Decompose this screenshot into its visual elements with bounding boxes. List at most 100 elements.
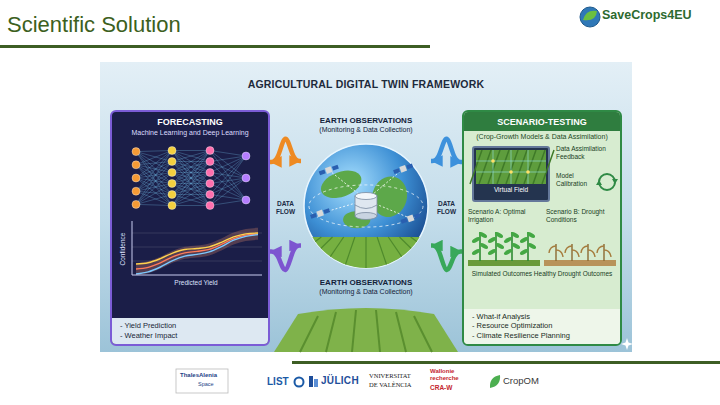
network-link xyxy=(172,151,210,195)
confidence-band xyxy=(136,228,258,275)
crop-row xyxy=(323,237,344,268)
network-link xyxy=(210,200,246,206)
orbit-ring xyxy=(309,185,423,227)
network-link xyxy=(136,184,172,205)
solar-panel xyxy=(332,165,339,171)
dry-soil xyxy=(544,260,616,266)
partner-logo: LIST xyxy=(267,376,289,387)
network-neuron xyxy=(168,191,176,199)
network-link xyxy=(172,195,210,206)
chart-area: ConfidencePredicted Yield xyxy=(112,217,268,293)
satellite xyxy=(393,163,414,175)
network-link xyxy=(210,178,246,206)
partner-logo: Space xyxy=(198,381,214,387)
network-neuron xyxy=(132,174,140,182)
neural-network xyxy=(112,139,268,217)
network-neuron xyxy=(168,158,176,166)
healthy-leaf xyxy=(487,248,497,256)
healthy-leaf xyxy=(519,236,529,244)
satellite-body xyxy=(399,165,407,173)
satellite xyxy=(310,207,331,219)
sensor-dot xyxy=(509,170,513,174)
crop-row xyxy=(377,237,388,268)
healthy-leaf xyxy=(527,242,537,250)
field-view xyxy=(476,150,546,184)
healthy-leaf xyxy=(494,231,504,239)
network-link xyxy=(172,151,210,184)
crop-row xyxy=(365,237,366,268)
network-link xyxy=(136,152,172,206)
partner-logo-frame xyxy=(176,369,228,393)
feedback-loop xyxy=(599,182,615,190)
healthy-leaf xyxy=(487,236,497,244)
feedback-arrowhead xyxy=(612,179,618,184)
satellite xyxy=(318,164,339,176)
partner-logo: CropOM xyxy=(503,375,539,386)
crop-row xyxy=(301,237,333,268)
bullet-item: - Weather Impact xyxy=(120,331,260,341)
network-neuron xyxy=(206,202,214,210)
network-link xyxy=(172,205,210,206)
network-link xyxy=(136,184,172,192)
satellite-body xyxy=(407,215,415,223)
drought-leaf xyxy=(581,246,595,257)
network-link xyxy=(136,151,172,165)
grid-line xyxy=(493,150,494,184)
solar-panel xyxy=(401,218,408,224)
globe-subheading: (Monitoring & Data Collection) xyxy=(301,126,431,135)
bullet-item: - Yield Prediction xyxy=(120,321,260,331)
solar-panel xyxy=(319,170,326,176)
network-link xyxy=(172,173,210,206)
healthy-leaf xyxy=(510,231,520,239)
network-link xyxy=(136,151,172,205)
globe-heading: EARTH OBSERVATIONS xyxy=(301,116,431,126)
callout-label: Data Assimilation Feedback xyxy=(556,145,618,161)
healthy-leaf xyxy=(479,242,489,250)
network-link xyxy=(210,151,246,157)
crop-row xyxy=(258,237,311,268)
partner-logo: CRA-W xyxy=(430,384,452,391)
satellite-body xyxy=(316,210,324,218)
footer-rule xyxy=(292,361,720,364)
network-neuron xyxy=(206,169,214,177)
network-neuron xyxy=(168,180,176,188)
healthy-leaf xyxy=(519,248,529,256)
farmland-rows xyxy=(300,310,432,352)
scenario-testing-panel: SCENARIO-TESTING(Crop-Growth Models & Da… xyxy=(462,110,622,346)
drought-leaf xyxy=(549,246,563,257)
solar-panel xyxy=(323,208,330,214)
partner-logo: VNIVERSITAT xyxy=(369,372,411,379)
network-link xyxy=(136,162,172,205)
forecasting-panel: FORECASTINGMachine Learning and Deep Lea… xyxy=(110,110,270,346)
network-neuron xyxy=(242,174,250,182)
drought-leaf xyxy=(565,246,579,257)
globe-illustration xyxy=(301,136,431,276)
partner-logo: JÜLICH xyxy=(321,375,359,386)
network-link xyxy=(172,151,210,173)
globe-caption: EARTH OBSERVATIONS(Monitoring & Data Col… xyxy=(301,278,431,296)
brand-leaf-icon xyxy=(583,11,597,21)
network-link xyxy=(136,165,172,195)
network-link xyxy=(136,173,172,205)
yield-line xyxy=(136,234,258,269)
crop-row xyxy=(399,237,431,268)
network-link xyxy=(210,156,246,206)
data-flow-arrow xyxy=(431,246,462,270)
healthy-leaf xyxy=(471,248,481,256)
network-link xyxy=(210,156,246,184)
network-link xyxy=(136,151,172,192)
network-link xyxy=(210,173,246,201)
axis-label: Confidence xyxy=(119,233,126,266)
partner-logo-ring xyxy=(295,378,304,387)
partner-logo-mark xyxy=(309,376,313,387)
crop-row xyxy=(344,237,355,268)
network-neuron xyxy=(132,187,140,195)
healthy-leaf xyxy=(495,242,505,250)
network-link xyxy=(136,151,172,179)
network-link xyxy=(172,151,210,162)
network-link xyxy=(172,151,210,206)
network-link xyxy=(172,184,210,206)
sensor-dot xyxy=(526,170,530,174)
satellite-body xyxy=(325,166,333,174)
panel-heading: SCENARIO-TESTING xyxy=(464,112,620,131)
